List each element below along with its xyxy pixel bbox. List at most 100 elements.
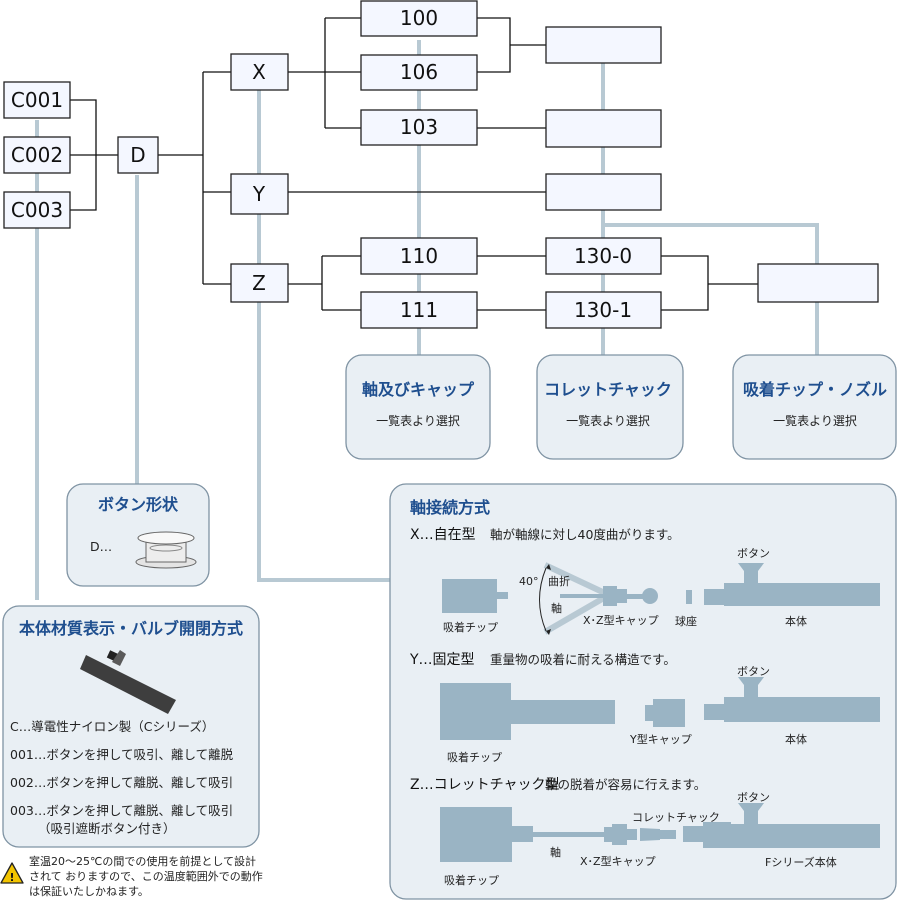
panel-shaft-cap: 軸及びキャップ 一覧表より選択 [345, 354, 491, 460]
warning-line: は保証いたしかねます。 [29, 884, 149, 898]
collet-box-130-1[interactable]: 130-1 [545, 291, 662, 329]
x-bend-indicator [539, 562, 611, 635]
shaft-code: 103 [400, 115, 438, 139]
part-label: ボタン [737, 791, 770, 804]
panel-shaft-connection: 軸接続方式 X…自在型 軸が軸線に対し40度曲がります。 吸着チップ 40° 曲… [389, 483, 897, 900]
shaft-code: 106 [400, 60, 438, 84]
section-heading: X…自在型 [410, 527, 476, 543]
y-body [704, 677, 880, 722]
section-y: Y…固定型 重量物の吸着に耐える構造です。 吸着チップ Y型キャップ ボタン 本… [409, 652, 880, 764]
panel-suction-tip: 吸着チップ・ノズル 一覧表より選択 [732, 354, 897, 460]
x-cap [560, 586, 658, 606]
series-box-c002[interactable]: C002 [3, 136, 71, 174]
series-code: C002 [11, 143, 63, 167]
shaft-box-110[interactable]: 110 [360, 237, 478, 275]
connection-box-y[interactable]: Y [230, 173, 289, 215]
x-body [704, 563, 880, 606]
section-z: Z…コレットチャック型 軸の脱着が容易に行えます。 吸着チップ 軸 X･Z型キャ… [410, 777, 880, 887]
shaft-box-103[interactable]: 103 [360, 109, 478, 146]
connection-code: X [252, 60, 266, 84]
z-shaft [532, 832, 604, 837]
part-label: ボタン [737, 665, 770, 678]
shaft-code: 111 [400, 298, 438, 322]
panel-material-valve: 本体材質表示・バルブ開閉方式 C…導電性ナイロン製（Cシリーズ） 001…ボタン… [2, 605, 260, 848]
panel-subtitle: 一覧表より選択 [566, 414, 650, 428]
tree-lines [70, 17, 758, 311]
bend-label: 曲折 [548, 574, 570, 588]
shaft-box-111[interactable]: 111 [360, 291, 478, 329]
pen-body-illustration [80, 650, 176, 714]
x-suction-tip [442, 579, 508, 613]
part-label: コレットチャック [632, 811, 720, 824]
panel-title: 吸着チップ・ノズル [743, 380, 887, 399]
section-heading: Z…コレットチャック型 [410, 777, 559, 793]
button-shape-icon [135, 531, 197, 569]
panel-title: コレットチャック [544, 380, 672, 399]
connection-box-x[interactable]: X [230, 53, 289, 91]
part-label: X･Z型キャップ [583, 613, 659, 627]
tip-select-box-2[interactable] [545, 109, 662, 148]
collet-code: 130-1 [574, 298, 632, 322]
tip-select-box-1[interactable] [545, 26, 662, 64]
connection-code: Y [252, 182, 266, 206]
shaft-code: 110 [400, 244, 438, 268]
y-cap [645, 699, 685, 727]
z-collet-chuck [640, 828, 676, 841]
panel-subtitle: 一覧表より選択 [376, 414, 460, 428]
part-label: 球座 [675, 614, 697, 628]
part-label: Fシリーズ本体 [765, 855, 837, 869]
part-label: Y型キャップ [629, 732, 692, 746]
z-cap [604, 824, 637, 845]
series-code: C003 [11, 198, 63, 222]
section-x: X…自在型 軸が軸線に対し40度曲がります。 吸着チップ 40° 曲折 軸 [410, 527, 880, 635]
warning-icon: ! [0, 862, 24, 884]
shaft-box-106[interactable]: 106 [360, 54, 478, 91]
panel-button-shape: ボタン形状 D… [66, 483, 210, 587]
x-ball-seat [686, 590, 692, 604]
series-box-c001[interactable]: C001 [3, 81, 71, 119]
material-line: 002…ボタンを押して離脱、離して吸引 [10, 775, 233, 790]
section-heading: Y…固定型 [409, 652, 475, 668]
section-description: 重量物の吸着に耐える構造です。 [490, 652, 676, 667]
section-description: 軸の脱着が容易に行えます。 [545, 777, 706, 792]
part-label: 吸着チップ [444, 873, 499, 887]
connection-box-z[interactable]: Z [230, 263, 289, 303]
section-description: 軸が軸線に対し40度曲がります。 [490, 527, 680, 542]
material-line: C…導電性ナイロン製（Cシリーズ） [10, 719, 214, 734]
connection-code: Z [252, 271, 266, 295]
panel-title: 軸及びキャップ [362, 380, 475, 399]
z-body [683, 803, 880, 848]
part-label: X･Z型キャップ [580, 854, 656, 868]
warning-line: されて おりますので、この温度範囲外での動作 [29, 869, 263, 883]
collet-code: 130-0 [574, 244, 632, 268]
panel-title: ボタン形状 [98, 495, 179, 514]
shaft-label: 軸 [551, 601, 562, 615]
series-code: C001 [11, 88, 63, 112]
part-label: 本体 [785, 732, 807, 746]
panel-collet-chuck: コレットチャック 一覧表より選択 [536, 354, 684, 460]
material-line: 003…ボタンを押して離脱、離して吸引 [10, 803, 233, 818]
shaft-code: 100 [400, 6, 438, 30]
series-box-c003[interactable]: C003 [3, 191, 71, 229]
collet-box-130-0[interactable]: 130-0 [545, 237, 662, 275]
y-suction-tip [440, 683, 615, 740]
part-label: 吸着チップ [443, 620, 498, 634]
svg-text:!: ! [9, 871, 14, 884]
material-line: 001…ボタンを押して吸引、離して離脱 [10, 747, 234, 762]
panel-title: 本体材質表示・バルブ開閉方式 [19, 619, 243, 638]
shaft-label: 軸 [550, 845, 561, 859]
angle-label: 40° [519, 575, 539, 588]
button-code-box[interactable]: D [117, 136, 159, 174]
shaft-box-100[interactable]: 100 [360, 0, 478, 37]
tip-select-box-4[interactable] [757, 263, 879, 303]
material-line: （吸引遮断ボタン付き） [38, 821, 176, 836]
part-label: ボタン [737, 547, 770, 560]
tip-select-box-3[interactable] [545, 173, 662, 211]
z-suction-tip [440, 807, 533, 862]
part-label: 吸着チップ [447, 750, 502, 764]
warning-note: ! 室温20～25℃の間での使用を前提として設計 されて おりますので、この温度… [0, 854, 263, 898]
part-label: 本体 [785, 614, 807, 628]
warning-line: 室温20～25℃の間での使用を前提として設計 [29, 854, 256, 868]
